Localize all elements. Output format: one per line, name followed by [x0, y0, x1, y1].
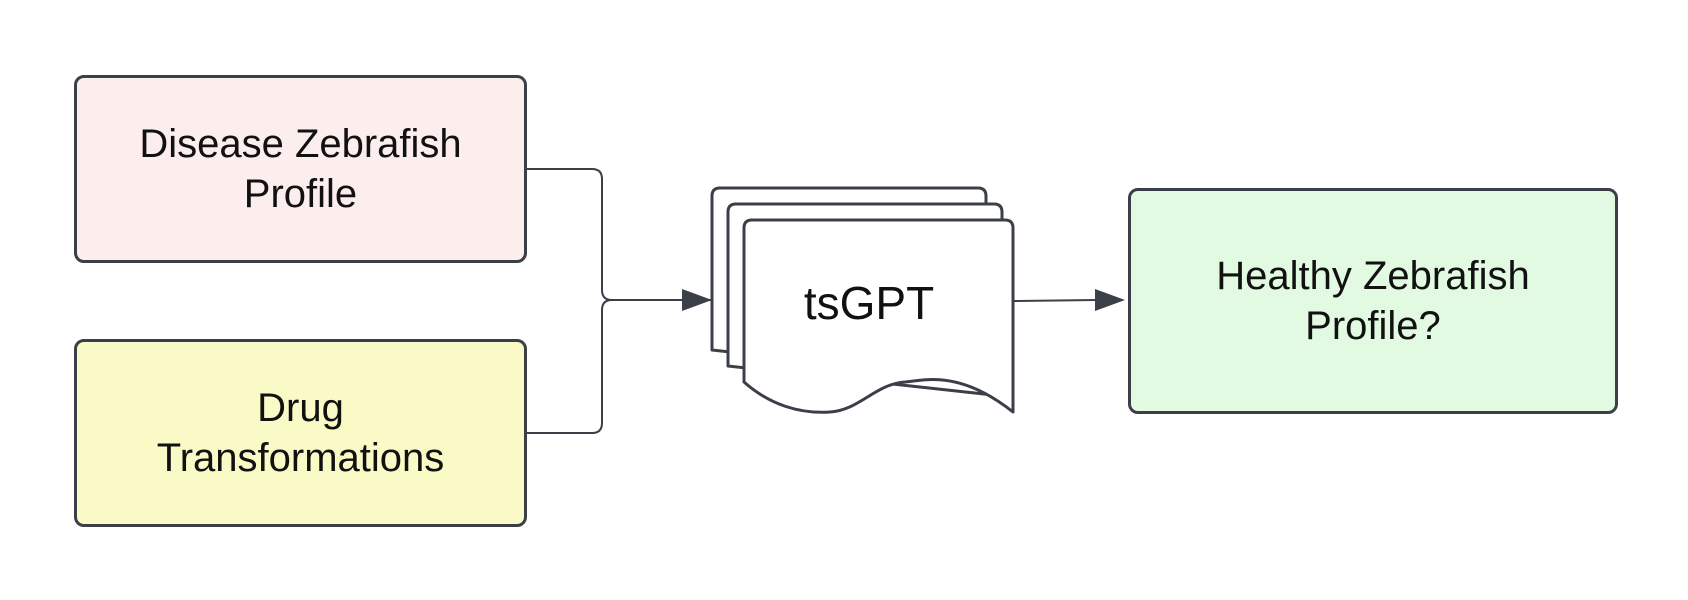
- disease-profile-label: Disease Zebrafish Profile: [139, 122, 462, 216]
- connector-drug-to-model: [527, 299, 613, 434]
- disease-profile-box: Disease Zebrafish Profile: [74, 75, 527, 263]
- model-document-stack-icon: [710, 186, 1015, 414]
- arrowhead-to-healthy: [1095, 289, 1125, 311]
- drug-transformations-box: Drug Transformations: [74, 339, 527, 527]
- drug-transformations-label: Drug Transformations: [156, 386, 445, 480]
- healthy-profile-box: Healthy Zebrafish Profile?: [1128, 188, 1618, 414]
- arrowhead-to-model: [682, 289, 712, 311]
- model-label: tsGPT: [803, 277, 935, 329]
- healthy-profile-label: Healthy Zebrafish Profile?: [1216, 254, 1530, 348]
- connector-model-to-healthy: [1012, 299, 1097, 302]
- connector-disease-to-model: [527, 168, 712, 301]
